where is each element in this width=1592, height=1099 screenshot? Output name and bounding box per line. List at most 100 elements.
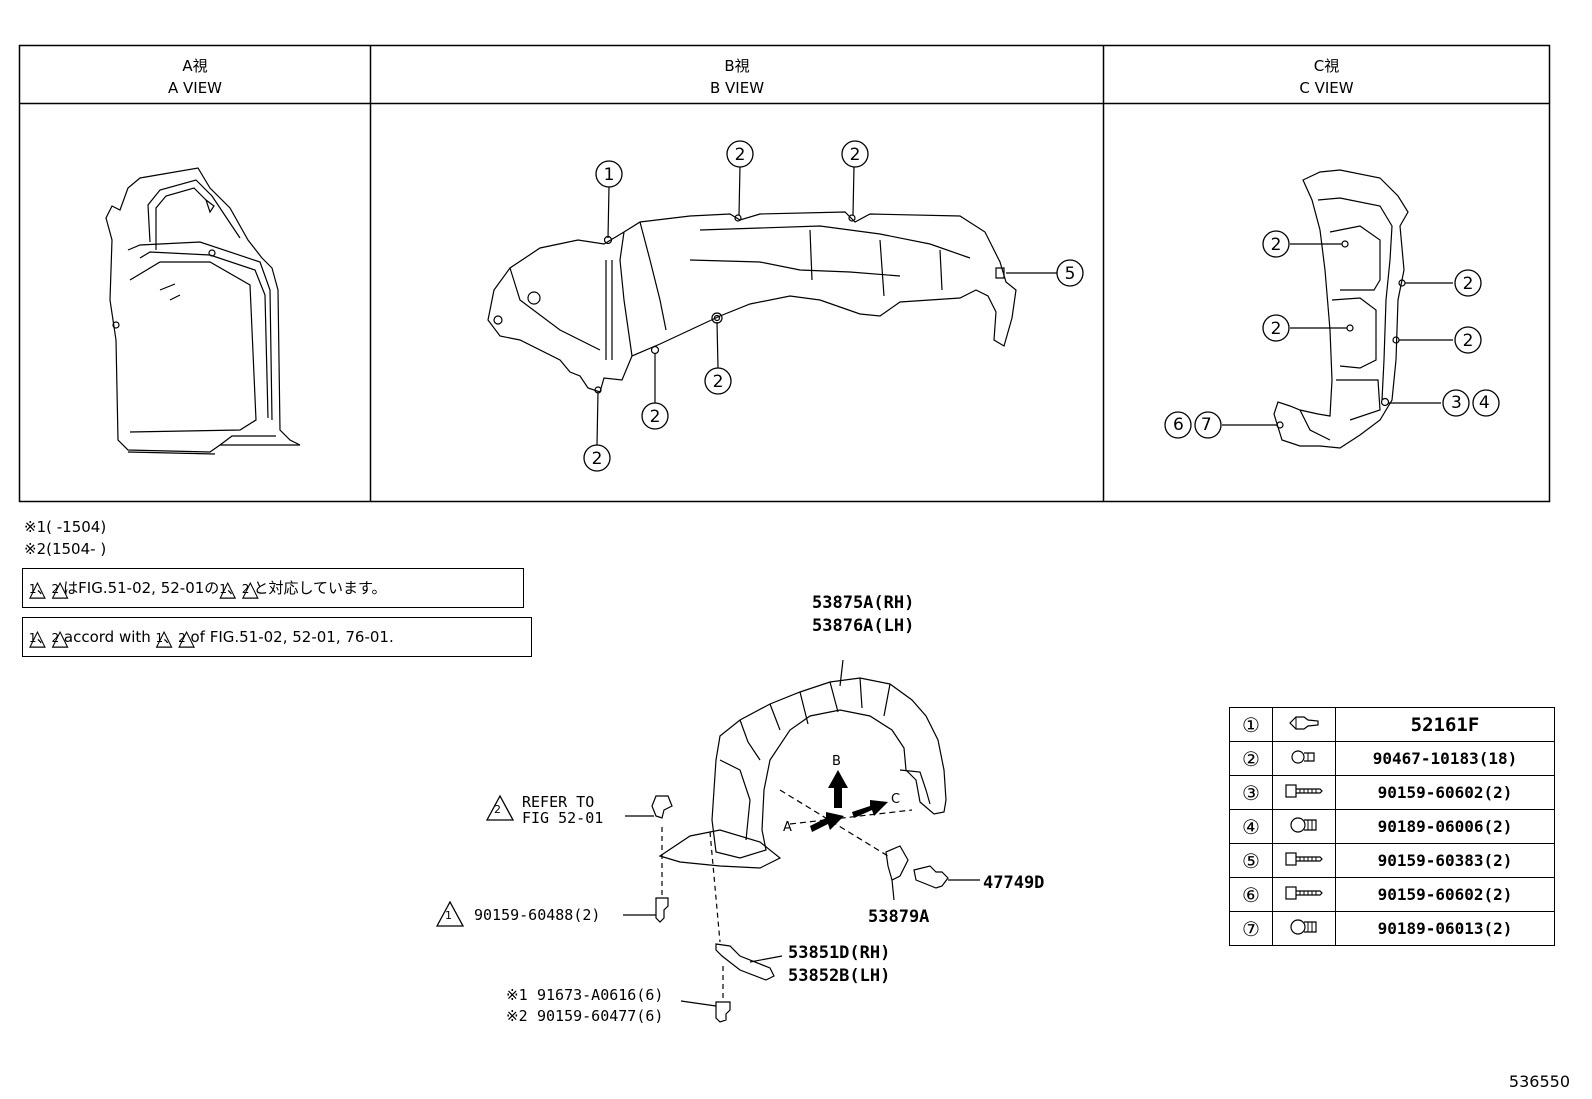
part-number: 90189-06013(2) (1335, 911, 1555, 946)
callout-2: 2 (841, 140, 869, 168)
arrow-b-label: B (832, 754, 841, 769)
separator: 、 (163, 628, 179, 646)
fender-lh-part-number: 53876A(LH) (812, 616, 915, 636)
svg-text:2: 2 (592, 449, 603, 469)
b-view-en-label: B VIEW (709, 79, 765, 97)
bracket-rh-part-number: 53851D(RH) (788, 943, 891, 963)
callout-2: 2 (1454, 269, 1482, 297)
triangle-icon: △ (51, 626, 69, 651)
part-number: 90159-60602(2) (1335, 775, 1555, 810)
svg-text:2: 2 (1271, 319, 1282, 339)
view-direction-arrows (810, 770, 888, 832)
refer-text-2: FIG 52-01 (522, 809, 604, 827)
a-view-en-label: A VIEW (167, 79, 223, 97)
parts-row: ③ 90159-60602(2) (1229, 775, 1555, 810)
triangle-icon: △ (219, 577, 237, 602)
callout-2: 2 (641, 402, 669, 430)
triangle-icon: △ (178, 626, 196, 651)
callout-2: 2 (704, 367, 732, 395)
nut-clip-icon (1272, 809, 1336, 844)
bolt-part-number: 90159-60488(2) (474, 906, 601, 924)
c-view-drawing (1222, 169, 1453, 449)
note-box-en: △1、△2 accord with △1、△2 of FIG.51-02, 52… (22, 617, 532, 657)
part-callout-number: ④ (1229, 809, 1273, 844)
c-view-header: C視 C VIEW (1104, 55, 1549, 99)
triangle-icon: △ (51, 577, 69, 602)
fender-liner-drawing (623, 659, 980, 1023)
parts-row: ⑦ 90189-06013(2) (1229, 911, 1555, 946)
triangle-number: 2 (241, 582, 250, 596)
a-view-header: A視 A VIEW (20, 55, 370, 99)
note-2-mark: ※2 (506, 1007, 528, 1025)
separator: 、 (36, 628, 52, 646)
triangle-number: 2 (178, 631, 186, 645)
callout-6-7-label: 67 (1173, 415, 1229, 435)
a-view-drawing (105, 167, 301, 455)
part-number: 52161F (1335, 707, 1555, 742)
bolt-triangle-number: 1 (445, 909, 452, 922)
svg-text:2: 2 (850, 145, 861, 165)
separator: 、 (36, 579, 52, 597)
b-view-header: B視 B VIEW (371, 55, 1103, 99)
svg-text:1: 1 (604, 165, 615, 185)
callout-2: 2 (1262, 314, 1290, 342)
callout-3-4 (1442, 389, 1500, 417)
screw-icon (1272, 843, 1336, 878)
push-clip-icon (1272, 741, 1336, 776)
svg-text:2: 2 (1271, 235, 1282, 255)
triangle-icon: △ (29, 577, 46, 602)
b-view-drawing (487, 165, 1057, 446)
views-frame (18, 44, 1551, 503)
svg-text:2: 2 (1463, 274, 1474, 294)
arrow-a-label: A (783, 820, 792, 835)
a-view-jp-label: A視 (182, 57, 208, 75)
refer-triangle-number: 2 (494, 803, 501, 816)
part-number: 90189-06006(2) (1335, 809, 1555, 844)
svg-text:2: 2 (735, 145, 746, 165)
triangle-number: 1 (219, 582, 227, 596)
svg-text:2: 2 (1463, 331, 1474, 351)
figure-number: 536550 (1508, 1072, 1570, 1091)
parts-row: ① 52161F (1229, 707, 1555, 742)
clip-icon (1272, 707, 1336, 742)
screw-icon (1272, 877, 1336, 912)
c-view-jp-label: C視 (1313, 57, 1340, 75)
note-1: ※1( -1504) (24, 518, 107, 536)
part-callout-number: ⑦ (1229, 911, 1273, 946)
part-number: 90159-60602(2) (1335, 877, 1555, 912)
clip-part-number: 53879A (868, 907, 930, 927)
svg-text:5: 5 (1065, 264, 1076, 284)
note-text: と対応しています。 (253, 579, 387, 597)
triangle-number: 1 (28, 631, 37, 645)
fender-rh-part-number: 53875A(RH) (812, 593, 915, 613)
part-number: 90159-60383(2) (1335, 843, 1555, 878)
part-callout-number: ③ (1229, 775, 1273, 810)
callout-2: 2 (1262, 230, 1290, 258)
refer-text-1: REFER TO (522, 793, 595, 811)
callout-2: 2 (583, 444, 611, 472)
triangle-icon: △ (241, 577, 259, 602)
callout-3-4-label: 34 (1451, 393, 1507, 413)
note-text: はFIG.51-02, 52-01の (63, 579, 220, 597)
svg-text:2: 2 (713, 372, 724, 392)
callout-2: 2 (726, 140, 754, 168)
note-text: accord with (59, 628, 156, 646)
part-callout-number: ② (1229, 741, 1273, 776)
bolt-alt-1-part-number: 91673-A0616(6) (537, 986, 664, 1004)
triangle-icon: △ (155, 626, 173, 651)
screw-part-number: 47749D (983, 873, 1045, 893)
c-view-en-label: C VIEW (1299, 79, 1354, 97)
separator: 、 (226, 579, 242, 597)
callout-2: 2 (1454, 326, 1482, 354)
triangle-icon: △ (29, 626, 46, 651)
part-callout-number: ⑥ (1229, 877, 1273, 912)
callout-5: 5 (1056, 259, 1084, 287)
part-callout-number: ① (1229, 707, 1273, 742)
bracket-lh-part-number: 53852B(LH) (788, 966, 891, 986)
